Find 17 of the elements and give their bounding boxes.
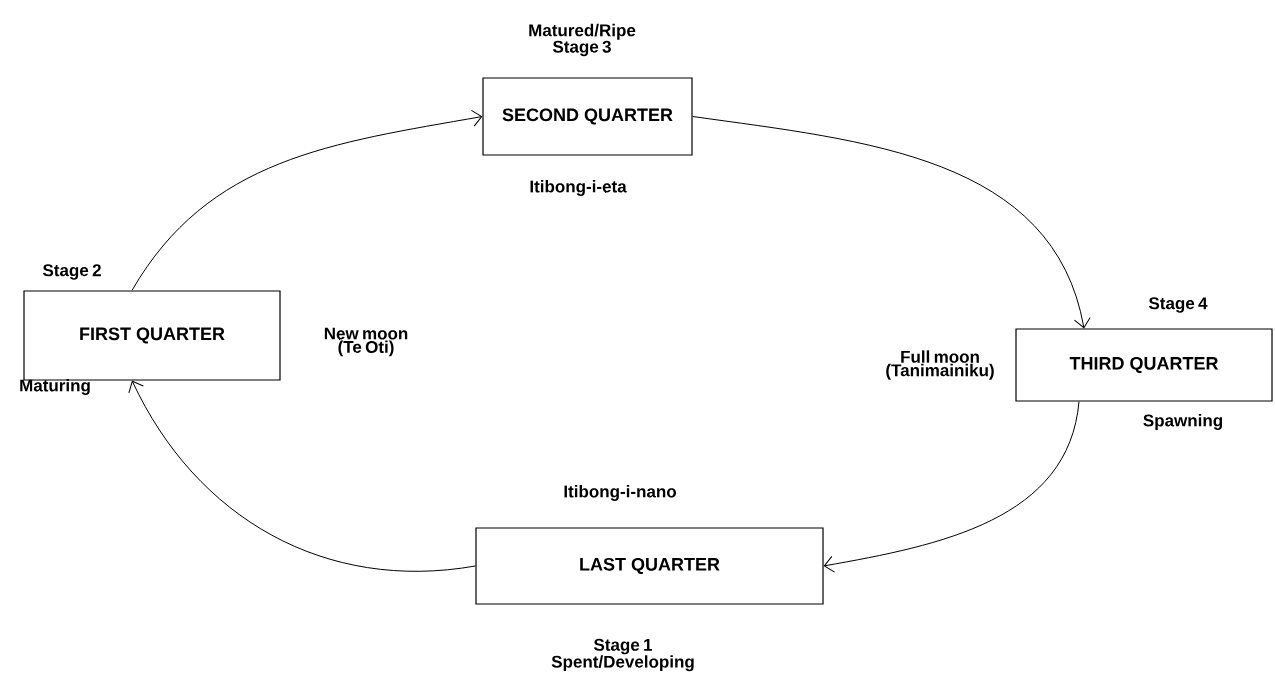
caption-text: Spawning [1143,414,1222,430]
caption-text: New moon (Te Oti) [324,327,408,357]
arrow [131,109,483,291]
caption-text: Itibong-i-eta [530,180,627,196]
caption-text: Full moon (Tanimainiku) [886,350,994,380]
arrow [692,116,1091,329]
caption-text: Stage 2 [42,264,101,280]
arrow [128,380,476,572]
quarter-box: SECOND QUARTER [482,77,693,156]
caption-text: Stage 4 [1148,297,1208,313]
caption-text: Stage 1 Spent/Developing [551,638,694,672]
caption-text: Maturing [20,379,90,395]
quarter-box: LAST QUARTER [475,527,824,605]
caption-text: Matured/Ripe Stage 3 [529,23,636,57]
quarter-box: THIRD QUARTER [1015,328,1273,402]
caption-text: Itibong-i-nano [564,485,676,501]
arrow [823,401,1080,573]
